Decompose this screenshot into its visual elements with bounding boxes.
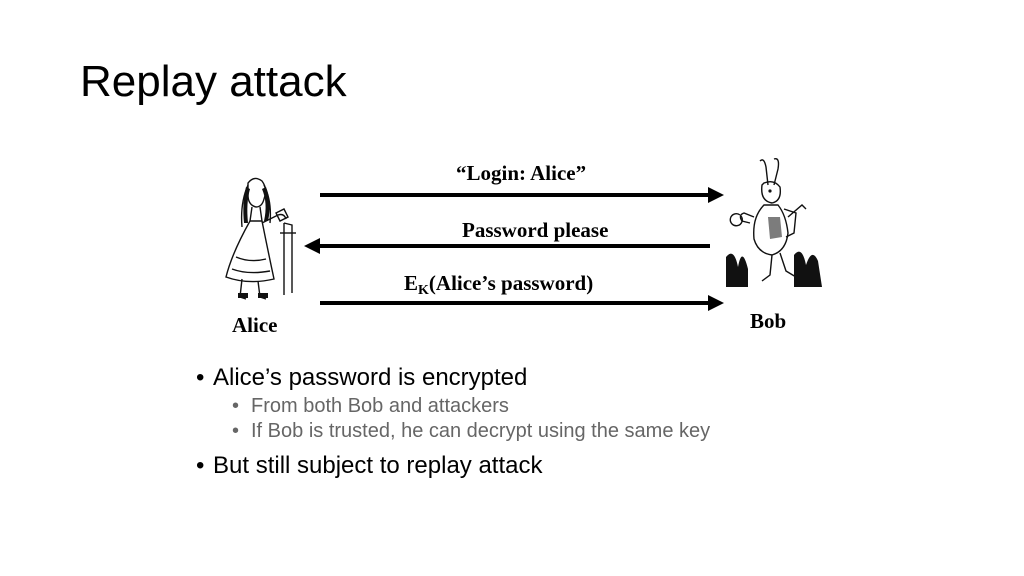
white-rabbit-illustration-icon: [726, 158, 822, 287]
message-login: “Login: Alice”: [456, 161, 587, 185]
arrow-left-password-request: [304, 238, 710, 254]
slide-title: Replay attack: [80, 57, 347, 106]
sub-bullet-item: If Bob is trusted, he can decrypt using …: [196, 419, 896, 444]
key-subscript: K: [418, 283, 429, 298]
encrypted-payload: (Alice’s password): [428, 271, 594, 295]
bob-label: Bob: [750, 309, 787, 333]
message-password-request: Password please: [462, 218, 609, 242]
arrow-right-login: [320, 187, 724, 203]
alice-illustration-icon: [225, 177, 296, 300]
sub-bullet-item: From both Bob and attackers: [196, 394, 896, 419]
bullet-item: Alice’s password is encrypted: [196, 362, 896, 394]
bullet-item: But still subject to replay attack: [196, 450, 896, 482]
message-encrypted-password: EK(Alice’s password): [404, 271, 593, 299]
protocol-diagram: “Login: Alice” Password please EK(Alice’…: [210, 155, 830, 355]
encryption-symbol: E: [404, 271, 419, 295]
bullet-list: Alice’s password is encrypted From both …: [196, 362, 896, 482]
alice-label: Alice: [232, 313, 278, 337]
arrow-right-encrypted-password: [320, 295, 724, 311]
